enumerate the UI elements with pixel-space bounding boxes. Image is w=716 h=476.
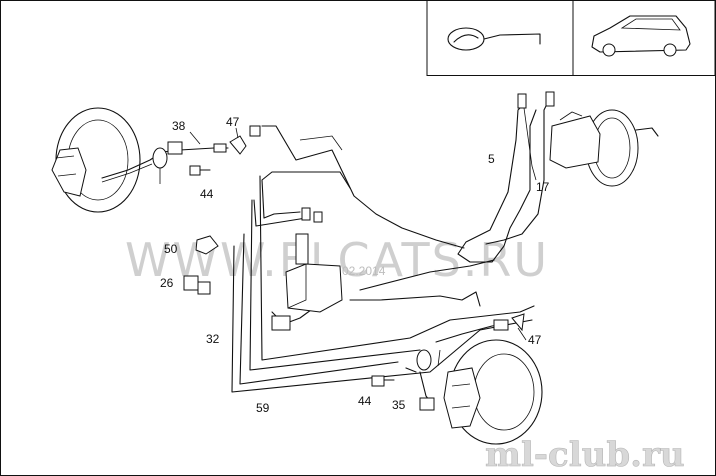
front-brake-hose: [101, 141, 229, 184]
part-label-50: 50: [164, 242, 178, 256]
part-label-17: 17: [536, 180, 550, 194]
part-label-5: 5: [488, 152, 495, 166]
part-label-26: 26: [160, 276, 174, 290]
part-label-38: 38: [172, 119, 186, 133]
part-label-32: 32: [206, 332, 220, 346]
bolt-44-top: [189, 165, 211, 176]
front-brake-disc: [51, 107, 141, 213]
part-label-44-top: 44: [200, 187, 214, 201]
part-label-47-top: 47: [226, 115, 240, 129]
rear-brake-disc: [443, 339, 543, 445]
part-label-44-bottom: 44: [358, 394, 372, 408]
part-label-47-bottom: 47: [528, 333, 542, 347]
steering-wheel-icon: [447, 27, 541, 51]
rear-brake-hose: [371, 313, 525, 411]
part-50: [195, 235, 219, 255]
info-panel: [426, 0, 716, 76]
leader-lines: [189, 107, 537, 341]
brake-booster: [549, 109, 659, 187]
watermark-site: ml-club.ru: [485, 435, 685, 475]
watermark-date: 02.2014: [342, 264, 386, 278]
lines-to-master-cylinder: [457, 91, 555, 263]
part-label-59: 59: [256, 401, 270, 415]
hydraulic-unit: [271, 207, 343, 331]
clip-47-top: [229, 125, 261, 155]
part-26: [183, 275, 211, 295]
vehicle-silhouette-icon: [591, 15, 691, 57]
part-label-35: 35: [392, 398, 406, 412]
